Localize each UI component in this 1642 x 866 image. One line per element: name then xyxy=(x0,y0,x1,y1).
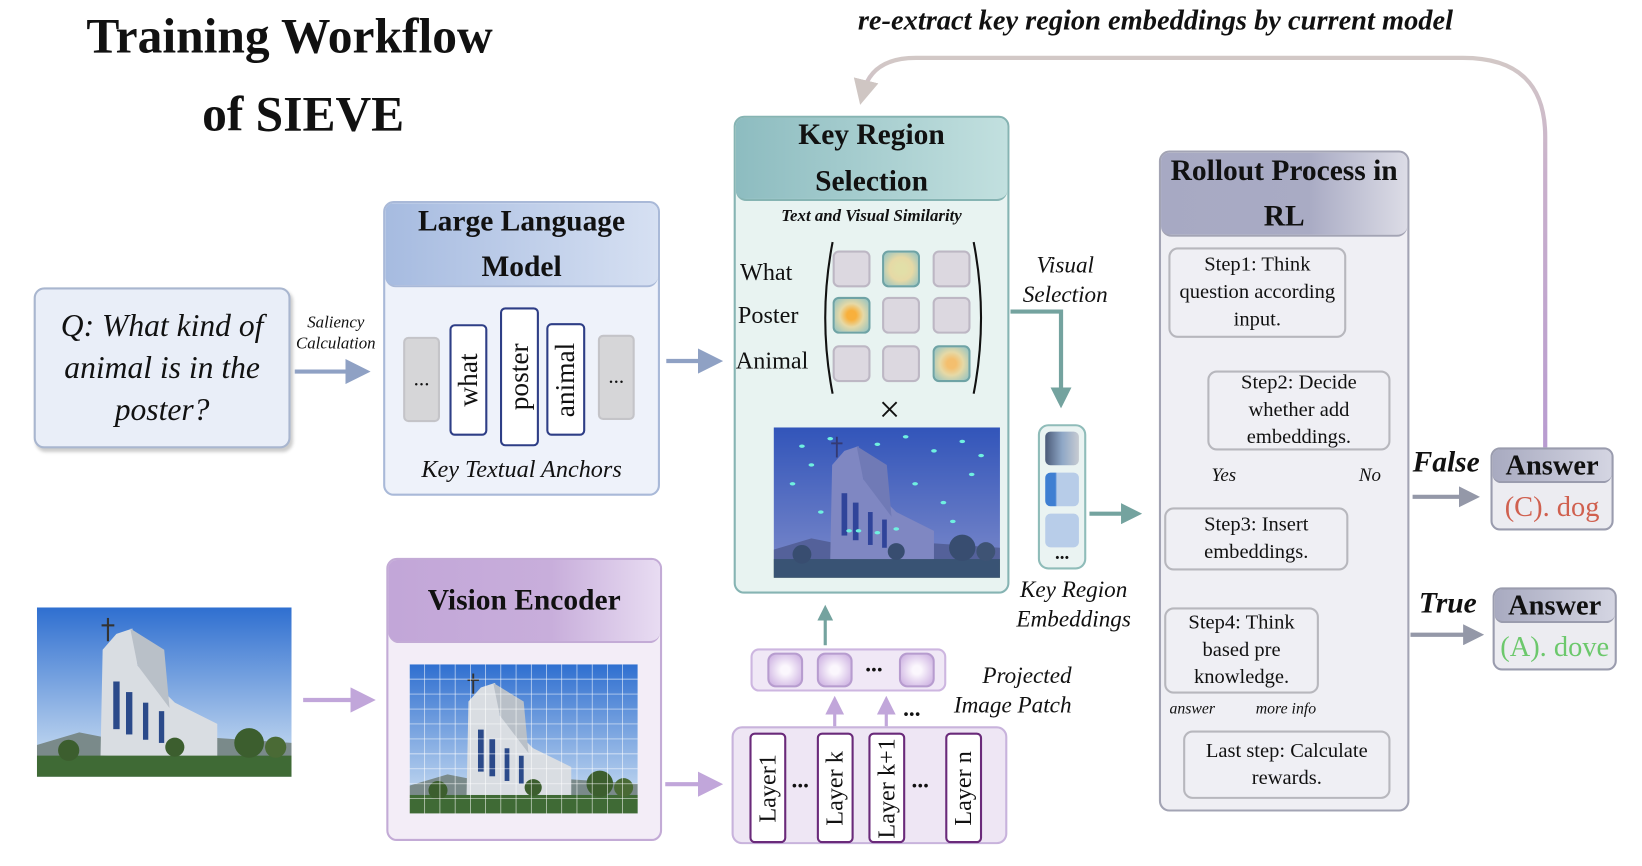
true-label: True xyxy=(1418,587,1477,620)
true-answer-value: (A). dove xyxy=(1500,630,1610,663)
yes-label: Yes xyxy=(1211,464,1237,486)
visual-selection-arrow xyxy=(1010,309,1072,409)
matrix-cell xyxy=(882,250,920,288)
attention-heatmap-image xyxy=(773,427,1000,578)
false-label: False xyxy=(1412,446,1480,479)
false-answer-value: (C). dog xyxy=(1504,490,1600,523)
layer-label: Layer k+1 xyxy=(873,737,900,839)
patch-token-1 xyxy=(767,652,804,688)
llm-box: Large Language Model ... what poster ani… xyxy=(383,201,660,496)
layer-4: Layer n xyxy=(945,732,983,844)
step-4: Step4: Think based pre knowledge. xyxy=(1164,607,1319,694)
layer-2: Layer k xyxy=(816,732,854,844)
embeddings-label: Key Region Embeddings xyxy=(1016,575,1131,632)
key-region-box: Key Region Selection Text and Visual Sim… xyxy=(733,115,1010,594)
feedback-arrow xyxy=(853,55,1548,448)
layer-label: Layer n xyxy=(949,750,977,826)
vision-encoder-title: Vision Encoder xyxy=(388,559,660,644)
question-text: Q: What kind of animal is in the poster? xyxy=(60,307,264,427)
token-animal: animal xyxy=(546,323,586,436)
step-last: Last step: Calculate rewards. xyxy=(1183,730,1391,799)
step-2: Step2: Decide whether add embeddings. xyxy=(1207,370,1391,451)
church-drawing xyxy=(409,664,638,814)
more-info-label: more info xyxy=(1255,701,1317,718)
step-1: Step1: Think question according input. xyxy=(1168,247,1347,338)
llm-caption: Key Textual Anchors xyxy=(421,455,622,483)
key-region-embeddings-box: ... xyxy=(1037,424,1087,570)
matrix-cell xyxy=(882,296,920,334)
layer-label: Layer k xyxy=(821,750,848,826)
patch-token-n xyxy=(898,652,935,688)
answer-label: answer xyxy=(1169,701,1216,718)
row-label-poster: Poster xyxy=(737,302,799,329)
false-answer-box: Answer (C). dog xyxy=(1490,447,1614,531)
patch-ellipsis: ... xyxy=(865,650,883,677)
patch-grid-image xyxy=(409,664,638,814)
layer-1: Layer1 xyxy=(749,732,787,844)
input-church-image xyxy=(36,607,292,777)
layer-ellipsis-1: ... xyxy=(791,766,809,793)
matrix-cell xyxy=(832,296,871,334)
diagram-title-line1: Training Workflow xyxy=(86,9,493,65)
rollout-title: Rollout Process in RL xyxy=(1161,152,1408,237)
matrix-cell xyxy=(832,345,871,383)
matrix-cell xyxy=(932,296,971,334)
true-answer-header: Answer xyxy=(1494,589,1615,624)
projected-patch-row: ... xyxy=(750,648,947,692)
matrix-cell xyxy=(882,345,920,383)
matrix-cell xyxy=(932,345,971,383)
church-drawing xyxy=(36,607,292,777)
visual-selection-label: Visual Selection xyxy=(1022,251,1108,308)
layer-label: Layer1 xyxy=(754,753,781,823)
vision-encoder-box: Vision Encoder xyxy=(386,557,663,842)
matrix-cell xyxy=(932,250,971,288)
token-ellipsis-left: ... xyxy=(403,336,440,423)
multiply-sign: × xyxy=(878,388,901,431)
patch-token-2 xyxy=(816,652,853,688)
matrix-brackets xyxy=(824,241,983,394)
layer-ellipsis-2: ... xyxy=(911,766,929,793)
projected-label: Projected Image Patch xyxy=(953,662,1072,718)
token-what: what xyxy=(449,324,488,436)
embeddings-ellipsis: ... xyxy=(1054,542,1070,564)
token-ellipsis-right: ... xyxy=(597,334,635,420)
church-drawing xyxy=(773,427,1000,578)
layer-3: Layer k+1 xyxy=(868,732,906,844)
question-box: Q: What kind of animal is in the poster? xyxy=(33,287,291,449)
key-region-title: Key Region Selection xyxy=(735,117,1008,202)
matrix-cell xyxy=(832,250,871,288)
embedding-tile-1 xyxy=(1045,431,1079,466)
feedback-label: re-extract key region embeddings by curr… xyxy=(857,4,1454,36)
step-3: Step3: Insert embeddings. xyxy=(1164,507,1349,571)
row-label-what: What xyxy=(739,258,793,286)
true-answer-box: Answer (A). dove xyxy=(1492,587,1617,671)
token-poster: poster xyxy=(499,307,539,447)
embedding-tile-2 xyxy=(1045,472,1079,507)
row-label-animal: Animal xyxy=(735,347,809,374)
false-answer-header: Answer xyxy=(1492,449,1612,484)
saliency-label: Saliency Calculation xyxy=(296,313,376,353)
no-label: No xyxy=(1358,464,1382,486)
similarity-subtitle: Text and Visual Similarity xyxy=(781,207,962,226)
llm-title: Large Language Model xyxy=(385,203,658,288)
embedding-tile-3 xyxy=(1045,513,1079,548)
diagram-title-line2: of SIEVE xyxy=(202,87,405,143)
arrow-ellipsis: ... xyxy=(903,694,921,722)
